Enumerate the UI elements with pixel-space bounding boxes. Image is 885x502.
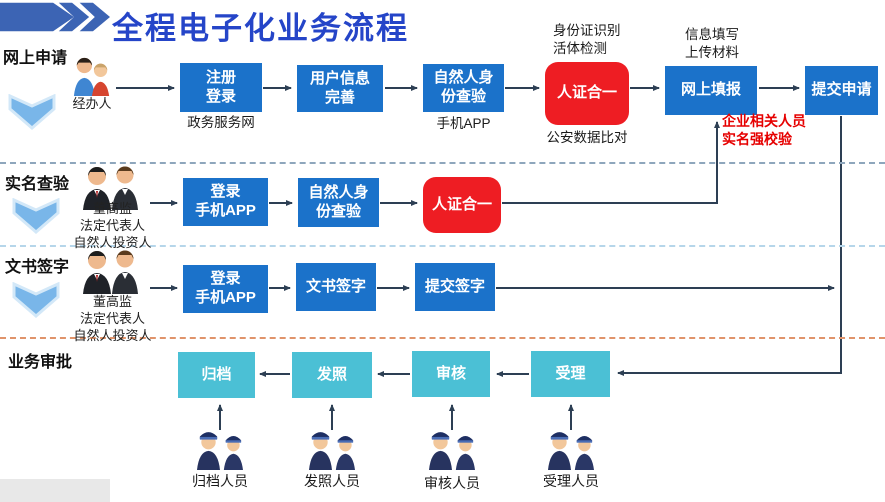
banner-chevron-icon bbox=[0, 2, 110, 32]
actor-label: 董高监 法定代表人 自然人投资人 bbox=[73, 294, 152, 344]
actor-label: 董高监 法定代表人 自然人投资人 bbox=[73, 201, 152, 251]
step-submit-apply: 提交申请 bbox=[805, 66, 878, 115]
step-archive: 归档 bbox=[178, 352, 255, 398]
lane-label-verify: 实名查验 bbox=[5, 176, 70, 193]
staff-label-accept: 受理人员 bbox=[543, 473, 599, 489]
lane-label-sign: 文书签字 bbox=[5, 259, 70, 276]
lane-separator-2 bbox=[0, 245, 885, 247]
applicant-people-icon bbox=[73, 57, 110, 96]
note-mobile-app: 手机APP bbox=[436, 116, 491, 131]
police-officers-icon bbox=[309, 432, 355, 470]
note-police-data-compare: 公安数据比对 bbox=[546, 130, 628, 145]
down-arrow-icon bbox=[12, 282, 60, 318]
step-face-id-match: 人证合一 bbox=[545, 62, 629, 125]
lane-separator-3 bbox=[0, 337, 885, 339]
staff-label-archive: 归档人员 bbox=[192, 473, 248, 489]
note-fill-upload: 信息填写 上传材料 bbox=[685, 27, 739, 60]
page-title: 全程电子化业务流程 bbox=[112, 11, 409, 46]
step-online-filing: 网上填报 bbox=[665, 66, 757, 115]
police-officers-icon bbox=[548, 432, 594, 470]
police-officers-icon bbox=[429, 432, 475, 470]
annotation-strong-verify: 企业相关人员 实名强校验 bbox=[722, 113, 806, 148]
staff-label-license: 发照人员 bbox=[304, 473, 360, 489]
step-submit-sign: 提交签字 bbox=[415, 263, 495, 311]
step-identity-check: 自然人身 份查验 bbox=[423, 64, 504, 112]
executives-people-icon bbox=[83, 250, 138, 294]
note-gov-service-site: 政务服务网 bbox=[187, 115, 255, 130]
step-issue-license: 发照 bbox=[292, 352, 372, 398]
down-arrow-icon bbox=[12, 198, 60, 234]
executives-people-icon bbox=[83, 166, 138, 210]
lane-separator-1 bbox=[0, 162, 885, 164]
step-user-info: 用户信息 完善 bbox=[297, 65, 383, 112]
lane-label-approve: 业务审批 bbox=[8, 354, 73, 371]
step-login-app: 登录 手机APP bbox=[183, 178, 268, 226]
staff-label-review: 审核人员 bbox=[424, 475, 480, 491]
step-identity-check: 自然人身 份查验 bbox=[298, 178, 379, 227]
police-officers-icon bbox=[197, 432, 243, 470]
watermark-block bbox=[0, 479, 110, 502]
step-login-app: 登录 手机APP bbox=[183, 265, 268, 313]
step-face-id-match: 人证合一 bbox=[423, 177, 501, 233]
step-review: 审核 bbox=[412, 351, 490, 397]
note-id-liveness: 身份证识别 活体检测 bbox=[553, 23, 621, 56]
step-accept: 受理 bbox=[531, 351, 610, 397]
down-arrow-icon bbox=[8, 94, 56, 130]
lane-label-apply: 网上申请 bbox=[3, 50, 68, 67]
actor-label: 经办人 bbox=[72, 96, 112, 111]
step-doc-sign: 文书签字 bbox=[296, 263, 376, 311]
step-register-login: 注册 登录 bbox=[180, 63, 262, 112]
